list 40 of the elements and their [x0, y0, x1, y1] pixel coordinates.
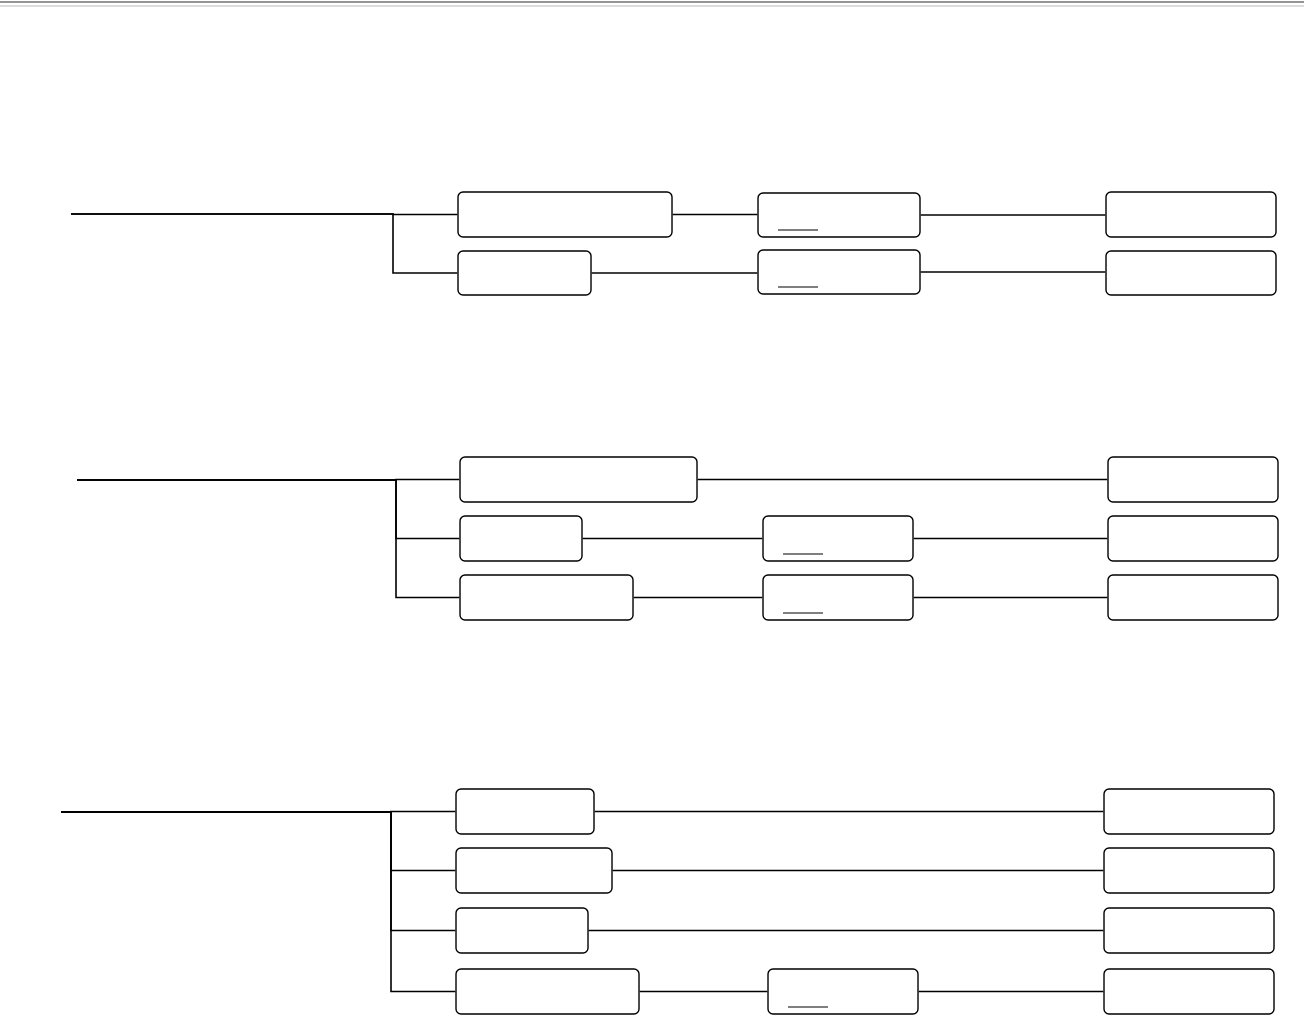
rounded-box	[1103, 788, 1275, 835]
connector-line	[917, 990, 1105, 993]
rounded-box	[1107, 574, 1279, 621]
rounded-box	[762, 574, 914, 621]
rounded-box	[1103, 968, 1275, 1015]
connector-line	[912, 537, 1109, 540]
rounded-box	[455, 847, 613, 894]
connector-line	[587, 929, 1105, 932]
rounded-box	[459, 574, 634, 621]
rounded-box	[762, 515, 914, 562]
connector-line	[70, 213, 459, 274]
rounded-box	[455, 788, 595, 835]
rounded-box	[1107, 515, 1279, 562]
connector-line	[638, 990, 769, 993]
rounded-box	[457, 191, 673, 238]
rounded-box	[1105, 191, 1277, 238]
rounded-box	[459, 515, 583, 562]
connector-line	[671, 213, 759, 216]
rounded-box	[1103, 907, 1275, 954]
rounded-box	[757, 192, 921, 238]
rounded-box	[1107, 456, 1279, 503]
rounded-box	[459, 456, 698, 503]
connector-line	[919, 214, 1107, 216]
rounded-box	[457, 250, 592, 296]
rounded-box	[1105, 250, 1277, 296]
rounded-box	[455, 907, 589, 954]
connector-line	[919, 271, 1107, 273]
connector-line	[912, 596, 1109, 599]
connector-line	[696, 478, 1109, 481]
rounded-box	[1103, 847, 1275, 894]
connector-line	[76, 479, 461, 599]
rounded-box	[757, 249, 921, 295]
connector-line	[590, 272, 759, 274]
connector-line	[581, 537, 764, 540]
connector-line	[593, 810, 1105, 813]
rounded-box	[455, 968, 640, 1015]
connector-line	[632, 596, 764, 599]
rounded-box	[767, 968, 919, 1015]
connector-line	[611, 869, 1105, 872]
connector-line	[60, 811, 457, 993]
